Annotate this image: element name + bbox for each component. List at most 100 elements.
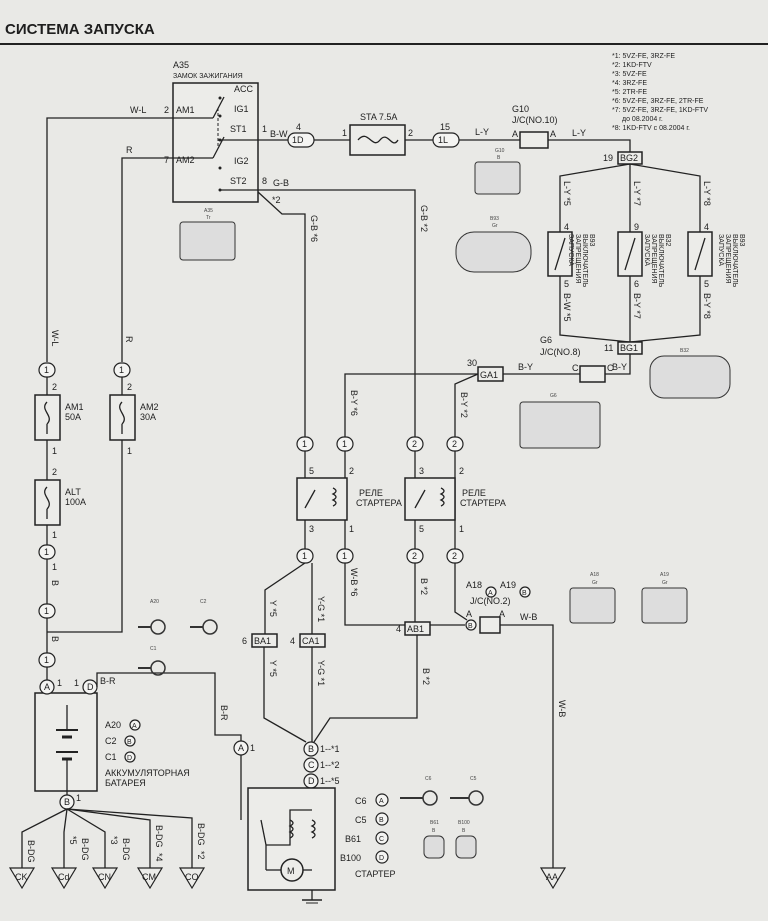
label: B-R [219,705,229,721]
label: AM1 [65,402,84,412]
label: B61 [345,834,361,844]
label: B32 [664,234,671,247]
label: 4 [704,222,709,232]
label: 30 [467,358,477,368]
label: W-L [130,105,146,115]
label: ЗАПРЕЩЕНИЯ [724,234,731,284]
label: CM [142,872,156,882]
label: ЗАМОК ЗАЖИГАНИЯ [173,73,243,80]
label: B [432,828,436,834]
label: B [50,636,60,642]
label: *2 [272,195,281,205]
label: *4: 3RZ-FE [612,80,647,87]
label: A [512,129,518,139]
label: B [522,590,527,597]
label: C2 [200,599,207,605]
label: B-DG [196,823,206,846]
label: L-Y [475,127,489,137]
label: *1: 5VZ-FE, 3RZ-FE [612,53,675,60]
label: B [50,580,60,586]
label: D [87,682,94,692]
label: B-Y [518,362,533,372]
label: IG2 [234,156,249,166]
label: A [550,129,556,139]
label: C5 [355,815,367,825]
label: 2 [127,382,132,392]
label: Y *5 [268,600,278,617]
label: *5 [68,836,78,845]
label: A19 [500,580,516,590]
label: 1 [76,793,81,803]
label: B *2 [419,578,429,595]
label: СТАРТЕРА [356,498,402,508]
label: 8 [262,176,267,186]
label: STA 7.5A [360,112,397,122]
start-inhibit-switches: BG2 19 L-Y *5 L-Y *7 L-Y *8 B-W *5 B-Y *… [344,151,745,437]
label: B-DG [121,838,131,861]
label: 1 [302,551,307,561]
label: B-Y *7 [632,293,642,319]
label: АККУМУЛЯТОРНАЯ [105,768,190,778]
label: 1 [250,743,255,753]
label: B93 [738,234,745,247]
label: L-Y *8 [702,181,712,206]
label: A19 [660,572,669,578]
label: G-B *2 [419,205,429,232]
label: B [379,817,384,824]
label: A [379,798,384,805]
label: 4 [296,122,301,132]
label: 1 [52,530,57,540]
label: C [607,363,614,373]
label: B [468,623,473,630]
label: 1 [44,606,49,616]
label: AB1 [407,624,424,634]
label: A [132,723,137,730]
label: ЗАПУСКА [643,234,650,266]
label: 30A [140,412,156,422]
label: 1 [119,365,124,375]
label: 2 [52,467,57,477]
label: J/C(NO.8) [540,347,581,357]
label: A35 [173,60,189,70]
label: ВЫКЛЮЧАТЕЛЬ [731,234,738,288]
label: 1 [342,439,347,449]
label: B-DG [80,838,90,861]
label: ВЫКЛЮЧАТЕЛЬ [581,234,588,288]
label: 1 [342,128,347,138]
label: Y-G *1 [316,660,326,686]
label: 1 [302,439,307,449]
label: A [499,609,505,619]
label: *2 [196,851,206,860]
label: Tr [206,215,211,221]
label: ВЫКЛЮЧАТЕЛЬ [657,234,664,288]
label: 1 [342,551,347,561]
label: *5: 2TR-FE [612,89,647,96]
label: L-Y [572,128,586,138]
label: A35 [204,208,213,214]
label: *4 [154,853,164,862]
label: ST1 [230,124,247,134]
label: G6 [550,393,557,399]
label: 2 [452,439,457,449]
label: L-Y *5 [562,181,572,206]
label: C1 [105,752,117,762]
label: 9 [634,222,639,232]
label: BG1 [620,343,638,353]
label: 1 [459,524,464,534]
label: ЗАПУСКА [717,234,724,266]
label: ЗАПРЕЩЕНИЯ [650,234,657,284]
label: B100 [458,820,470,826]
label: B100 [340,853,361,863]
label: 1--*1 [320,744,340,754]
label: G-B *6 [309,215,319,242]
label: 15 [440,122,450,132]
label: 1 [52,446,57,456]
label: 3 [419,466,424,476]
label: 2 [349,466,354,476]
label: 2 [452,551,457,561]
label: B [497,155,501,161]
label: Y-G *1 [316,596,326,622]
